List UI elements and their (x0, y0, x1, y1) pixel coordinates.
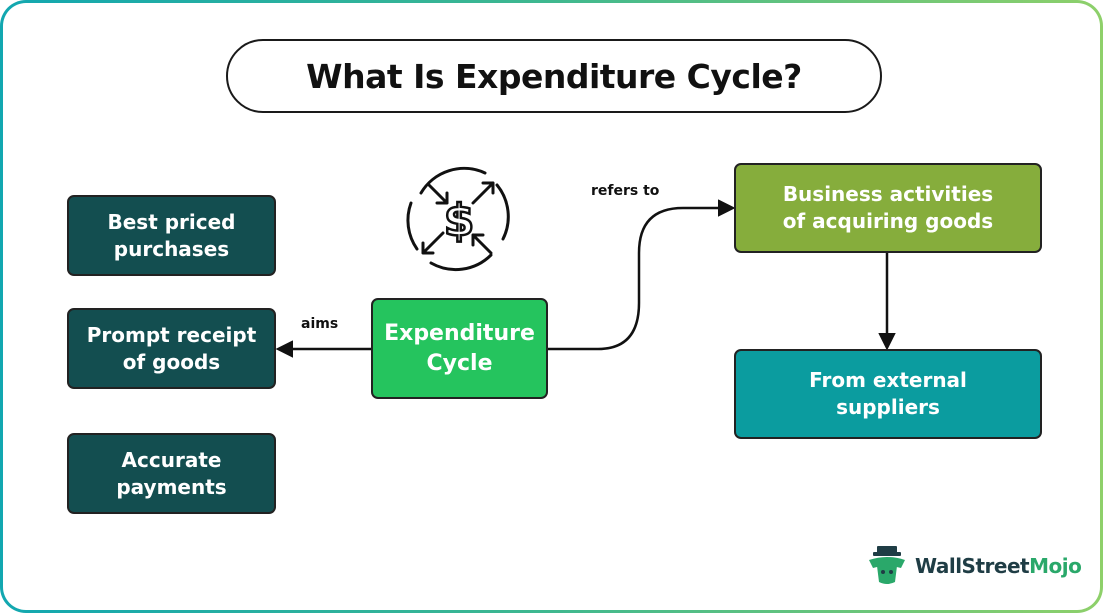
goal-accurate-payments: Accurate payments (67, 433, 276, 514)
aims-label: aims (301, 316, 339, 332)
canvas: What Is Expenditure Cycle? (3, 3, 1100, 610)
dollar-cycle-icon: $ (406, 166, 510, 272)
brand-logo: WallStreetMojo (865, 546, 1082, 586)
refers-to-label: refers to (591, 183, 660, 199)
connectors (275, 199, 896, 358)
center-node-expenditure-cycle: Expenditure Cycle (371, 298, 548, 399)
brand-name: WallStreetMojo (915, 554, 1082, 578)
node-line: Prompt receipt (86, 322, 257, 347)
goal-best-priced-purchases: Best priced purchases (67, 195, 276, 276)
node-line: Best priced (107, 209, 236, 234)
node-line: Accurate (121, 447, 222, 472)
definition-node: Business activities of acquiring goods (734, 163, 1042, 253)
node-line: of goods (122, 349, 221, 374)
node-line: From external (809, 368, 967, 392)
node-line: Cycle (426, 350, 493, 376)
page-title: What Is Expenditure Cycle? (226, 39, 882, 113)
node-line: Business activities (782, 182, 994, 206)
node-line: purchases (113, 236, 230, 261)
svg-text:$: $ (444, 195, 475, 246)
node-line: suppliers (836, 395, 940, 419)
brand-name-part2: Mojo (1029, 554, 1082, 578)
mascot-logo-icon (869, 546, 905, 584)
node-line: of acquiring goods (782, 209, 994, 233)
source-node: From external suppliers (734, 349, 1042, 439)
goal-prompt-receipt: Prompt receipt of goods (67, 308, 276, 389)
node-line: payments (116, 474, 227, 499)
brand-name-part1: WallStreet (915, 554, 1030, 578)
refers-to-arrow (548, 199, 736, 351)
node-line: Expenditure (384, 320, 535, 346)
